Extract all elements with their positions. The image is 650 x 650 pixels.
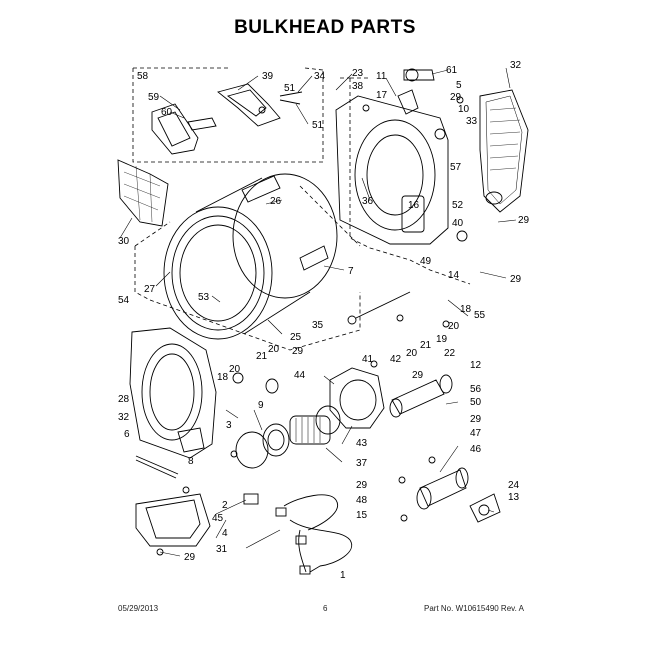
callout-20: 20: [229, 364, 241, 375]
callout-34: 34: [314, 71, 326, 82]
callout-27: 27: [144, 284, 156, 295]
blower: [289, 367, 385, 445]
callout-56: 56: [470, 384, 482, 395]
callout-36: 36: [362, 196, 374, 207]
callout-55: 55: [474, 310, 486, 321]
callout-57: 57: [450, 162, 462, 173]
drive-parts: [232, 372, 290, 469]
callout-29: 29: [518, 215, 530, 226]
callout-17: 17: [376, 90, 388, 101]
callout-20: 20: [268, 344, 280, 355]
callout-3: 3: [226, 420, 232, 431]
callout-21: 21: [420, 340, 432, 351]
drum: [163, 173, 338, 340]
callout-51: 51: [284, 83, 296, 94]
lint-screen: [117, 159, 169, 227]
callout-58: 58: [137, 71, 149, 82]
callout-43: 43: [356, 438, 368, 449]
callout-59: 59: [148, 92, 160, 103]
callout-30: 30: [118, 236, 130, 247]
callout-8: 8: [188, 456, 194, 467]
callout-16: 16: [408, 200, 420, 211]
callout-49: 49: [420, 256, 432, 267]
callout-labels: 58 39 34 59 51 60 51 23 38 11 61 5 32 17…: [118, 60, 530, 581]
callout-9: 9: [258, 400, 264, 411]
callout-48: 48: [356, 495, 368, 506]
callout-18: 18: [460, 304, 472, 315]
wire-harness: [243, 493, 353, 575]
callout-26: 26: [270, 196, 282, 207]
callout-10: 10: [458, 104, 470, 115]
callout-13: 13: [508, 492, 520, 503]
front-duct: [135, 493, 211, 547]
exhaust-pipes: [389, 374, 501, 523]
callout-47: 47: [470, 428, 482, 439]
callout-14: 14: [448, 270, 460, 281]
callout-28: 28: [118, 394, 130, 405]
callout-15: 15: [356, 510, 368, 521]
front-panel: [129, 327, 217, 459]
callout-53: 53: [198, 292, 210, 303]
callout-37: 37: [356, 458, 368, 469]
callout-20: 20: [406, 348, 418, 359]
callout-32: 32: [118, 412, 130, 423]
callout-45: 45: [212, 513, 224, 524]
callout-4: 4: [222, 528, 228, 539]
callout-29: 29: [292, 346, 304, 357]
lifter-parts: [151, 83, 303, 155]
callout-39: 39: [262, 71, 274, 82]
callout-51: 51: [312, 120, 324, 131]
callout-25: 25: [290, 332, 302, 343]
assembly-boxes: [132, 67, 471, 351]
callout-35: 35: [312, 320, 324, 331]
callout-2: 2: [222, 500, 228, 511]
callout-46: 46: [470, 444, 482, 455]
callout-29: 29: [412, 370, 424, 381]
callout-29: 29: [184, 552, 196, 563]
callout-54: 54: [118, 295, 130, 306]
heater-cover: [479, 89, 529, 213]
callout-31: 31: [216, 544, 228, 555]
callout-50: 50: [470, 397, 482, 408]
page-title: BULKHEAD PARTS: [234, 17, 416, 38]
callout-19: 19: [436, 334, 448, 345]
callout-18: 18: [217, 372, 229, 383]
callout-33: 33: [466, 116, 478, 127]
callout-22: 22: [444, 348, 456, 359]
callout-5: 5: [456, 80, 462, 91]
callout-29: 29: [450, 92, 462, 103]
callout-29: 29: [356, 480, 368, 491]
small-parts: [135, 96, 468, 556]
callout-29: 29: [510, 274, 522, 285]
callout-32: 32: [510, 60, 522, 71]
callout-23: 23: [352, 68, 364, 79]
callout-52: 52: [452, 200, 464, 211]
callout-24: 24: [508, 480, 520, 491]
callout-20: 20: [448, 321, 460, 332]
callout-42: 42: [390, 354, 402, 365]
callout-12: 12: [470, 360, 482, 371]
footer-date: 05/29/2013: [118, 604, 159, 613]
leader-lines: [119, 67, 517, 557]
footer-part-number: Part No. W10615490 Rev. A: [424, 604, 524, 613]
footer-page-number: 6: [323, 604, 328, 613]
callout-29: 29: [470, 414, 482, 425]
callout-38: 38: [352, 81, 364, 92]
callout-21: 21: [256, 351, 268, 362]
callout-7: 7: [348, 266, 354, 277]
callout-40: 40: [452, 218, 464, 229]
callout-41: 41: [362, 354, 374, 365]
rear-bulkhead: [335, 68, 449, 245]
callout-6: 6: [124, 429, 130, 440]
callout-44: 44: [294, 370, 306, 381]
callout-60: 60: [161, 107, 173, 118]
callout-11: 11: [376, 71, 387, 82]
callout-1: 1: [340, 570, 346, 581]
callout-61: 61: [446, 65, 458, 76]
